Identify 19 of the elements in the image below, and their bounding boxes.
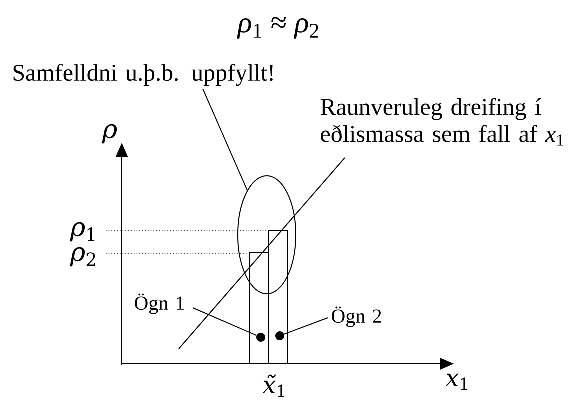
leader-line (192, 308, 258, 336)
axis-label: ρ (102, 124, 118, 144)
callout-text: Ögn 1 (135, 294, 184, 314)
particle-dot (276, 332, 284, 340)
callout-text: Ögn 2 (332, 306, 382, 328)
bar (250, 252, 270, 364)
axis-label: x̃$_{1}$ (262, 374, 284, 398)
particle-dot (256, 333, 266, 342)
axis-label: x$_{1}$ (446, 374, 468, 390)
ellipse (238, 176, 296, 294)
bar (268, 230, 288, 364)
callout-text: Samfelldni u.þ.b. uppfyllt! (14, 64, 273, 86)
axis-label: ρ$_{2}$ (70, 247, 96, 267)
leader-line (178, 158, 346, 350)
title: ρ$_{1}$ ≈ ρ$_{2}$ (237, 17, 318, 39)
callout-text: Raunveruleg dreifing í eðlismassa sem fall af x$_{1}$ (320, 98, 564, 146)
leader-line (284, 318, 328, 335)
axis-label: ρ$_{1}$ (70, 222, 95, 242)
leader-line (202, 88, 248, 191)
